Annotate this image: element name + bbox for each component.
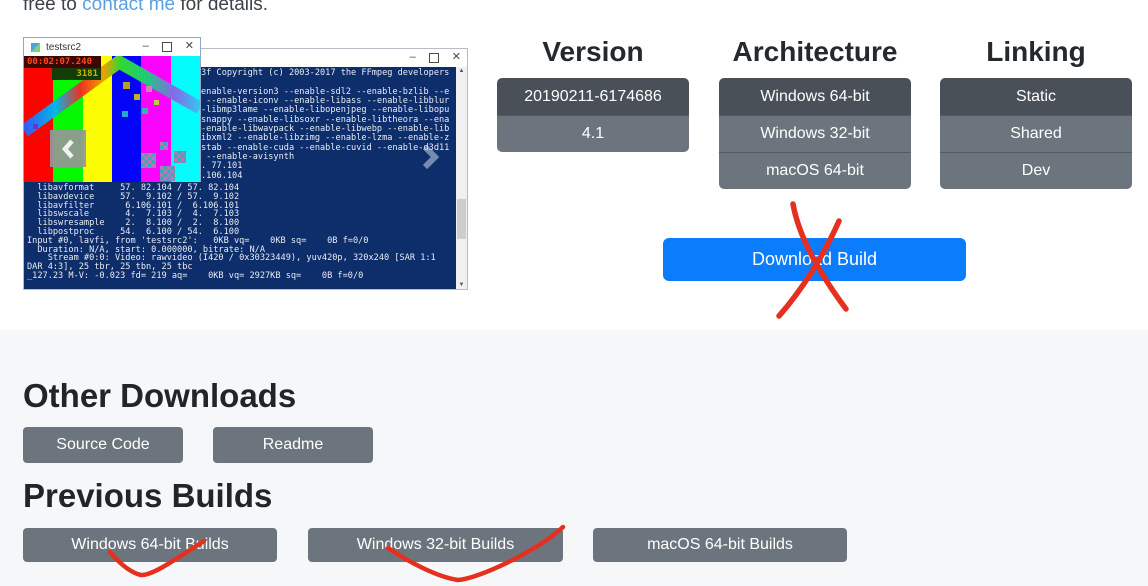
testsrc2-window-controls: – ✕ (143, 39, 194, 54)
linking-option-static[interactable]: Static (940, 78, 1132, 115)
noise-square (146, 86, 152, 92)
contact-me-link[interactable]: contact me (82, 0, 176, 15)
terminal-scrollbar[interactable]: ▲ ▼ (456, 67, 467, 289)
architecture-heading: Architecture (732, 36, 898, 67)
scroll-up-icon: ▲ (458, 68, 465, 74)
other-downloads-heading: Other Downloads (23, 377, 297, 414)
close-icon: ✕ (451, 51, 461, 63)
scroll-down-icon: ▼ (458, 282, 465, 288)
architecture-button-group: Windows 64-bit Windows 32-bit macOS 64-b… (719, 78, 911, 189)
architecture-option-win32[interactable]: Windows 32-bit (719, 115, 911, 152)
checker-square (174, 151, 186, 163)
linking-column: Linking Static Shared Dev (940, 33, 1132, 189)
version-option-release[interactable]: 4.1 (497, 115, 689, 152)
testsrc2-titlebar: testsrc2 – ✕ (24, 38, 200, 56)
intro-text: free to contact me for details. (23, 0, 268, 16)
noise-square (33, 124, 38, 129)
terminal-output-top: 3f Copyright (c) 2003-2017 the FFmpeg de… (201, 68, 450, 181)
carousel-next-button[interactable] (417, 141, 443, 173)
linking-option-dev[interactable]: Dev (940, 152, 1132, 189)
previous-builds-win64-button[interactable]: Windows 64-bit Builds (23, 528, 277, 562)
maximize-icon (428, 52, 439, 63)
architecture-option-win64[interactable]: Windows 64-bit (719, 78, 911, 115)
timestamp-overlay: 00:02:07.240 3181 (24, 56, 101, 80)
version-button-group: 20190211-6174686 4.1 (497, 78, 689, 152)
noise-square (122, 111, 128, 117)
architecture-option-macos64[interactable]: macOS 64-bit (719, 152, 911, 189)
terminal-scrollbar-thumb[interactable] (457, 199, 466, 239)
testsrc2-window: testsrc2 – ✕ (23, 37, 201, 182)
architecture-column: Architecture Windows 64-bit Windows 32-b… (719, 33, 911, 189)
intro-suffix: for details. (175, 0, 269, 15)
download-build-button[interactable]: Download Build (663, 238, 966, 281)
previous-builds-macos64-button[interactable]: macOS 64-bit Builds (593, 528, 847, 562)
chevron-left-icon (62, 139, 74, 158)
previous-builds-win32-button[interactable]: Windows 32-bit Builds (308, 528, 563, 562)
terminal-window-controls: – ✕ (410, 50, 461, 65)
readme-button[interactable]: Readme (213, 427, 373, 463)
checker-square (141, 153, 156, 168)
frame-counter: 3181 (52, 68, 101, 80)
terminal-output-bottom: libavformat 57. 82.104 / 57. 82.104 liba… (27, 183, 436, 281)
maximize-icon (161, 41, 172, 52)
linking-button-group: Static Shared Dev (940, 78, 1132, 189)
testsrc2-window-title: testsrc2 (46, 41, 82, 53)
close-icon: ✕ (184, 40, 194, 52)
previous-builds-heading: Previous Builds (23, 477, 273, 514)
window-app-icon (31, 42, 40, 52)
screenshot-carousel: – ✕ 3f Copyright (c) 2003-2017 the FFmpe… (23, 37, 468, 290)
checker-square (160, 166, 175, 181)
minimize-icon: – (409, 51, 416, 63)
carousel-prev-button[interactable] (50, 130, 86, 167)
linking-heading: Linking (986, 36, 1086, 67)
timestamp-value: 00:02:07.240 (24, 56, 101, 68)
noise-square (154, 100, 159, 105)
checker-square (160, 142, 168, 150)
rainbow-band (24, 56, 200, 137)
noise-square (142, 108, 148, 114)
minimize-icon: – (142, 40, 149, 52)
linking-option-shared[interactable]: Shared (940, 115, 1132, 152)
intro-prefix: free to (23, 0, 83, 15)
source-code-button[interactable]: Source Code (23, 427, 183, 463)
noise-square (134, 94, 140, 100)
version-column: Version 20190211-6174686 4.1 (497, 33, 689, 152)
noise-square (123, 82, 130, 89)
chevron-right-icon (422, 144, 439, 170)
downloads-section: Other Downloads Source Code Readme Previ… (0, 330, 1148, 586)
version-option-nightly[interactable]: 20190211-6174686 (497, 78, 689, 115)
version-heading: Version (542, 36, 644, 67)
